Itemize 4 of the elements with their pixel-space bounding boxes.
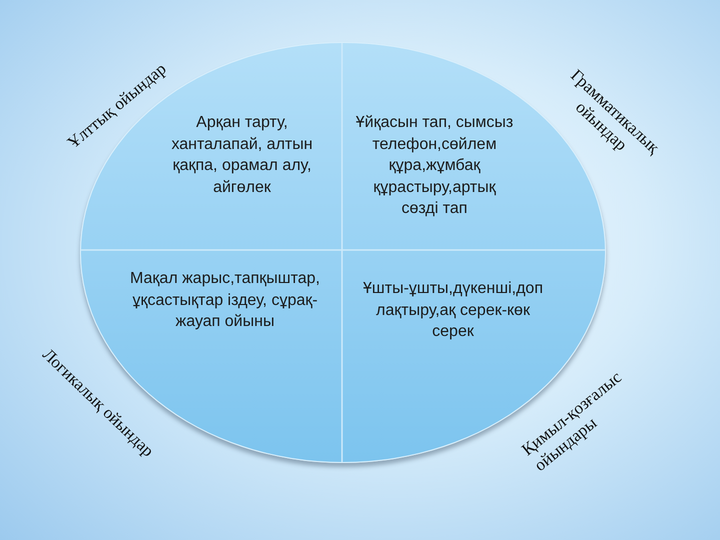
- quadrant-text: Ұшты-ұшты,дүкенші,доп лақтыру,ақ серек-көк серек: [360, 278, 546, 342]
- quadrant-text: Арқан тарту, ханталапай, алтын қақпа, орамал алу, айгөлек: [161, 112, 323, 198]
- quadrant-text: Мақал жарыс,тапқыштар, ұқсастықтар іздеу, сұрақ-жауап ойыны: [125, 268, 325, 332]
- quadrant-text: Ұйқасын тап, сымсыз телефон,сөйлем құра,жұмбақ құрастыру,артық сөзді тап: [354, 112, 515, 220]
